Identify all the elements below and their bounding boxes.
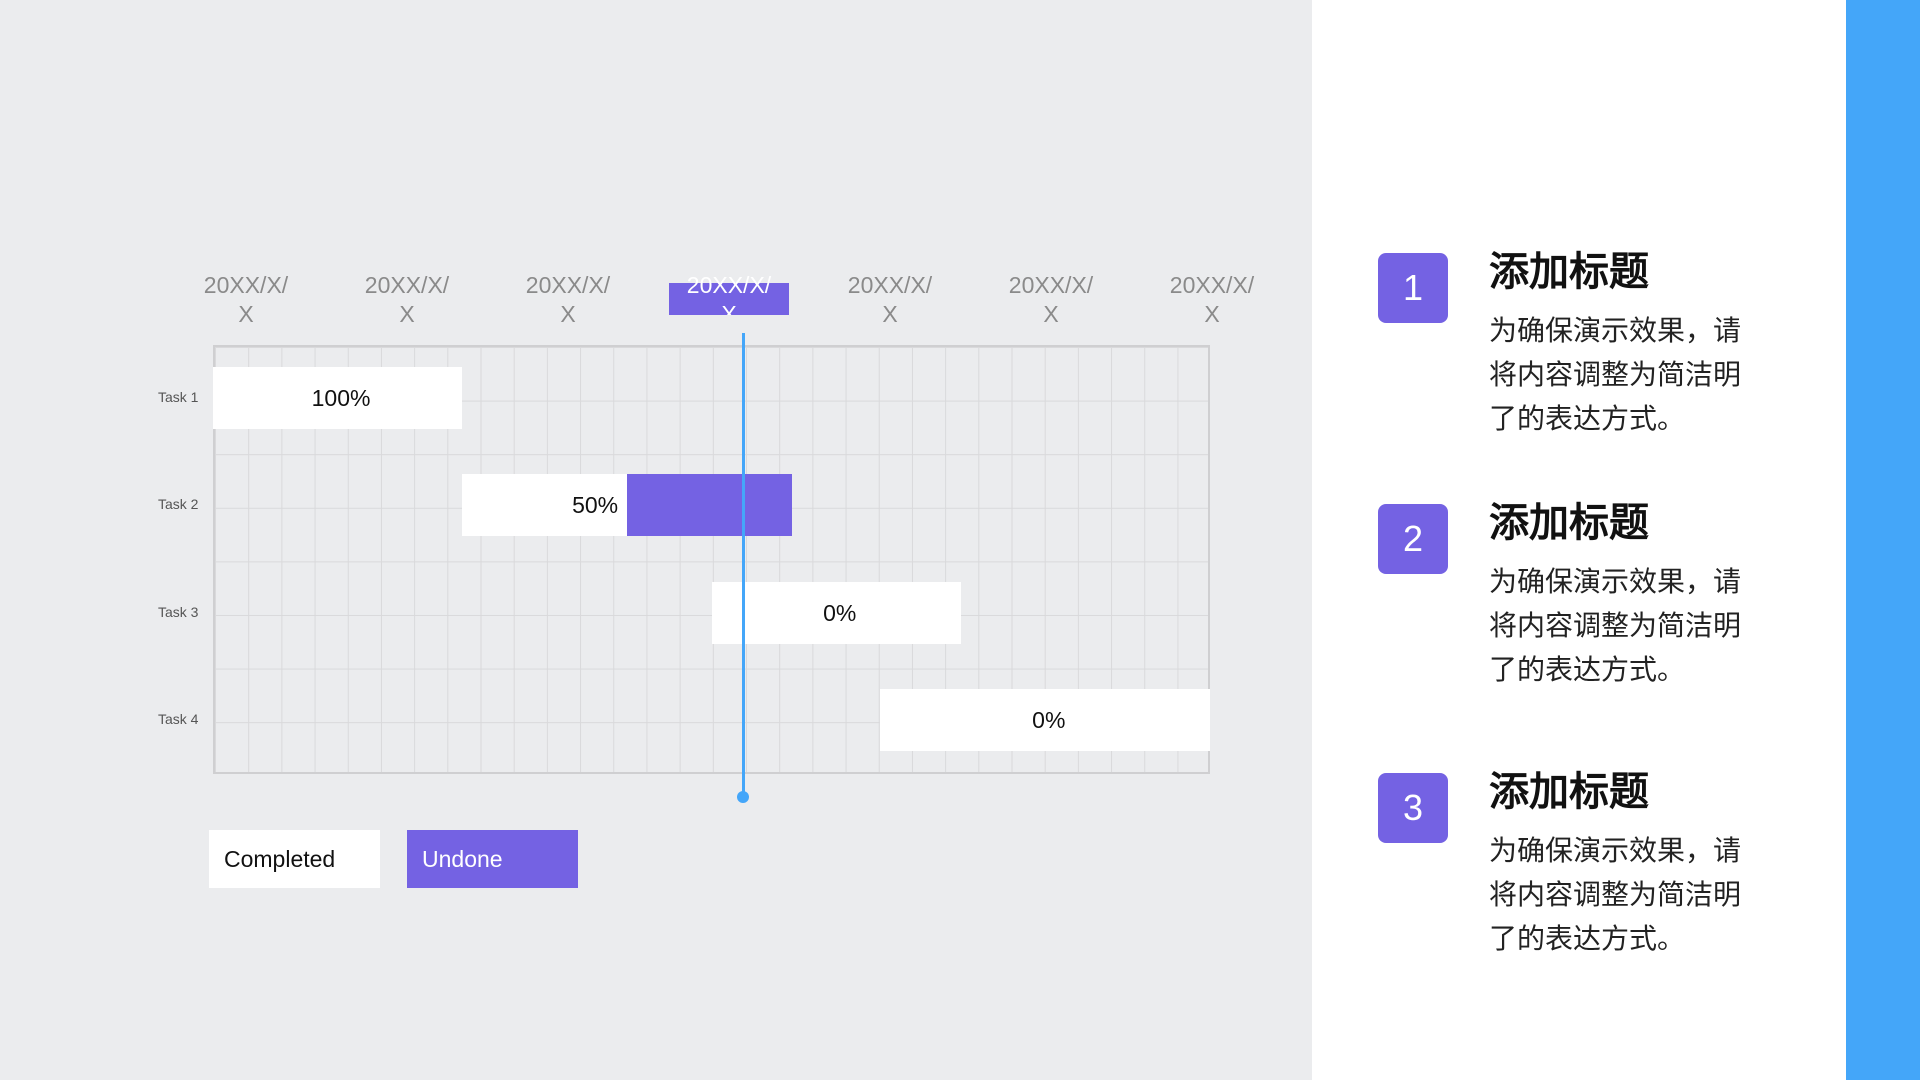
item-3-title: 添加标题 [1489,770,1649,814]
task-1-completed-bar [213,367,463,429]
item-2-title: 添加标题 [1489,501,1649,545]
item-2-number-badge: 2 [1378,504,1448,574]
item-1-description: 为确保演示效果，请将内容调整为简洁明了的表达方式。 [1489,315,1742,434]
task-3-completed-bar [711,581,961,644]
legend-completed: Completed [209,830,380,888]
item-1-title: 添加标题 [1489,250,1649,294]
today-marker-dot [737,791,749,803]
task-2-progress-label: 50% [572,492,619,519]
date-tick-6: 20XX/X/ X [1008,272,1094,327]
accent-strip [1846,0,1920,1080]
item-3-number-badge: 3 [1378,773,1448,843]
date-tick-4: 20XX/X/ X [686,272,772,315]
task-label-2: Task 2 [158,496,199,513]
item-3-description: 为确保演示效果，请将内容调整为简洁明了的表达方式。 [1489,835,1742,954]
date-tick-3: 20XX/X/ X [525,272,611,327]
task-2-undone-bar [627,474,792,537]
item-2-description: 为确保演示效果，请将内容调整为简洁明了的表达方式。 [1489,566,1742,685]
task-2-completed-bar [462,474,628,537]
legend-undone: Undone [407,830,578,888]
task-1-progress-label: 100% [311,385,371,411]
date-tick-7: 20XX/X/ X [1169,272,1255,327]
current-date-highlight [669,283,789,315]
current-date-tick-clip: 20XX/X/ X [669,270,789,315]
date-tick-2: 20XX/X/ X [364,272,450,327]
task-label-4: Task 4 [158,710,199,727]
task-label-3: Task 3 [158,603,199,620]
task-3-progress-label: 0% [823,599,857,626]
today-marker-line [742,333,745,797]
task-label-1: Task 1 [158,389,199,405]
date-tick-1: 20XX/X/ X [203,272,289,327]
date-tick-5: 20XX/X/ X [847,272,933,327]
task-4-progress-label: 0% [1032,706,1066,733]
item-1-number-badge: 1 [1378,253,1448,323]
task-4-completed-bar [880,688,1210,751]
